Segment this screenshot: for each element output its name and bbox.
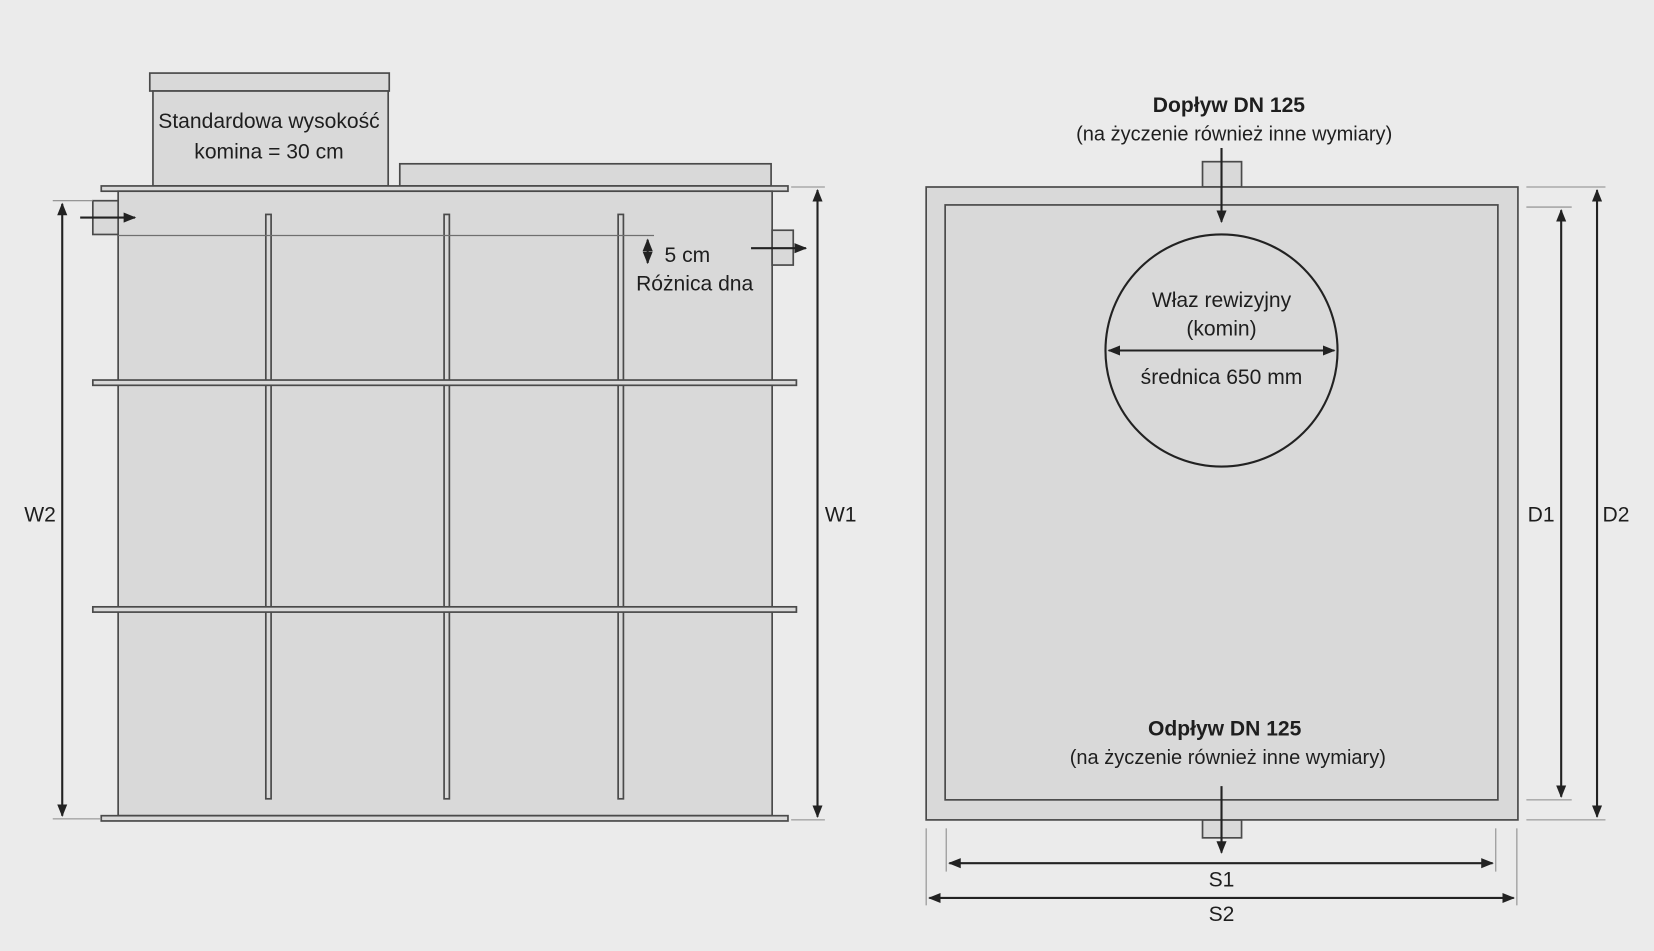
inlet-note: (na życzenie również inne wymiary): [1076, 124, 1392, 146]
manhole-label-line1: Właz rewizyjny: [1152, 289, 1292, 312]
vertical-rib: [443, 213, 451, 800]
outlet-title: Odpływ DN 125: [1148, 718, 1302, 741]
side-view: Standardowa wysokość komina = 30 cm 5 cm…: [24, 72, 857, 822]
w2-label: W2: [24, 503, 56, 526]
chimney-lid: [148, 72, 391, 92]
s2-label: S2: [1209, 903, 1235, 926]
s1-label: S1: [1209, 868, 1235, 891]
horizontal-rib: [91, 605, 798, 613]
w1-label: W1: [825, 503, 857, 526]
chimney-label-line1: Standardowa wysokość: [158, 110, 379, 133]
outlet-note: (na życzenie również inne wymiary): [1070, 747, 1386, 769]
d2-label: D2: [1603, 503, 1630, 526]
horizontal-rib: [91, 379, 798, 387]
bottom-diff-value: 5 cm: [665, 244, 711, 267]
manhole-diameter-label: średnica 650 mm: [1141, 366, 1303, 389]
d1-label: D1: [1528, 503, 1555, 526]
tank-lid: [398, 162, 772, 187]
manhole-circle: [1104, 233, 1339, 468]
bottom-diff-label: Różnica dna: [636, 272, 753, 295]
inlet-title: Dopływ DN 125: [1153, 94, 1306, 117]
vertical-rib: [617, 213, 625, 800]
vertical-rib: [264, 213, 272, 800]
chimney-body: [152, 90, 390, 187]
chimney-label-line2: komina = 30 cm: [194, 141, 343, 164]
bottom-flange: [100, 814, 789, 822]
top-view: Dopływ DN 125 (na życzenie również inne …: [925, 94, 1630, 926]
manhole-label-line2: (komin): [1186, 318, 1256, 341]
